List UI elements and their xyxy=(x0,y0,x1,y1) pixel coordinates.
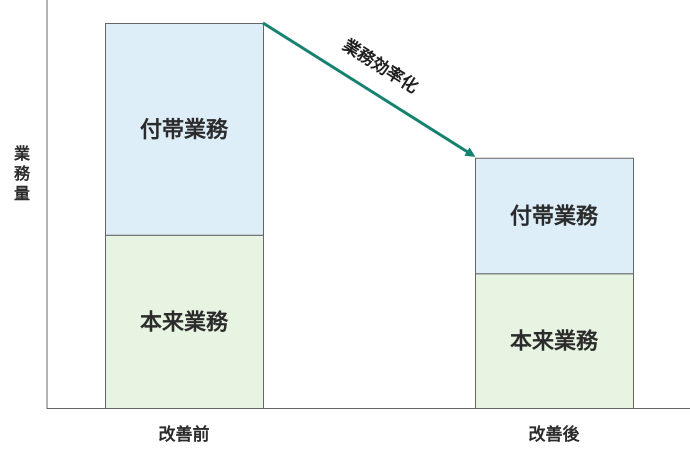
bar-segment xyxy=(105,234,264,409)
efficiency-arrow xyxy=(262,21,476,157)
efficiency-annotation-label: 業務効率化 xyxy=(339,35,422,98)
y-axis-label-char: 量 xyxy=(14,184,30,203)
y-axis-label: 業務量 xyxy=(13,144,31,203)
y-axis-label-char: 業 xyxy=(13,144,31,163)
y-axis-label-char: 務 xyxy=(14,164,31,183)
category-labels-group: 改善前 改善後 xyxy=(159,424,581,445)
category-label: 改善後 xyxy=(529,424,581,445)
bar-segment xyxy=(475,273,634,409)
bar-segment xyxy=(105,23,264,236)
segment-label: 付帯業務 xyxy=(510,204,599,230)
segment-label: 本来業務 xyxy=(140,309,229,335)
bars-group xyxy=(105,23,634,409)
segment-label: 本来業務 xyxy=(510,329,599,355)
segment-label: 付帯業務 xyxy=(140,117,229,143)
category-label: 改善前 xyxy=(159,424,210,445)
bar-segment xyxy=(475,157,634,275)
